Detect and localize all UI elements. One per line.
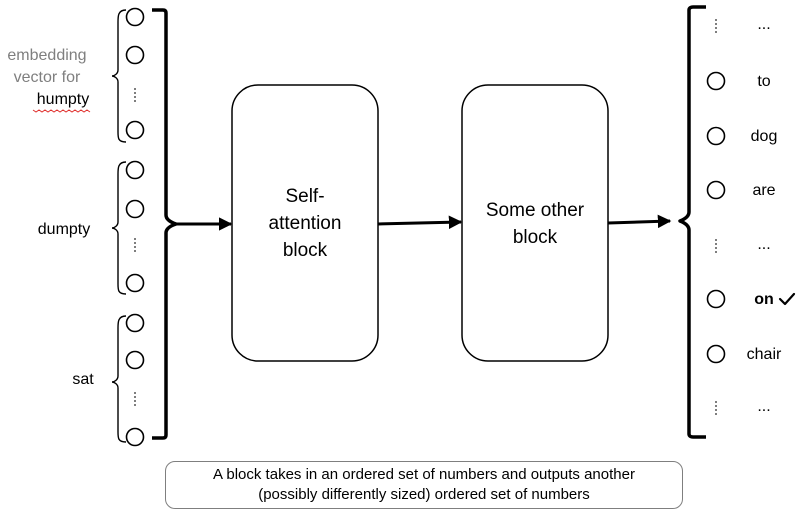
caption-box: A block takes in an ordered set of numbe…	[165, 461, 683, 509]
ellipsis-dot	[715, 405, 717, 407]
embedding-node	[125, 45, 145, 65]
embedding-node	[125, 199, 145, 219]
self-attention-label-2: attention	[269, 213, 342, 234]
ellipsis-dot	[715, 31, 717, 33]
output-list: ... to dog are... on chair...	[706, 16, 796, 415]
output-node	[706, 71, 726, 91]
ellipsis-dot	[715, 251, 717, 253]
output-node	[706, 180, 726, 200]
output-label: ...	[757, 16, 770, 33]
embedding-node	[125, 350, 145, 370]
small-bracket	[111, 161, 127, 295]
ellipsis-dot	[715, 27, 717, 29]
input-bracket	[152, 8, 178, 440]
ellipsis-dot	[715, 409, 717, 411]
humpty-label-line2: vector for	[14, 69, 81, 86]
embedding-node	[125, 273, 145, 293]
small-bracket	[111, 9, 127, 143]
embedding-node	[125, 120, 145, 140]
output-label: chair	[747, 346, 782, 363]
output-label: to	[757, 73, 770, 90]
output-node	[706, 289, 726, 309]
ellipsis-dot	[715, 23, 717, 25]
embedding-node	[125, 313, 145, 333]
embedding-node	[125, 160, 145, 180]
other-block: Some other block	[461, 84, 609, 362]
output-row: on	[706, 289, 796, 309]
output-label: are	[752, 182, 775, 199]
output-node	[706, 344, 726, 364]
output-label: dog	[751, 128, 778, 145]
humpty-label-line1: embedding	[7, 47, 86, 64]
output-label: ...	[757, 398, 770, 415]
vertical-dots	[134, 238, 136, 252]
checkmark-icon	[778, 292, 796, 306]
arrow-attention-to-other	[377, 215, 463, 230]
ellipsis-dot	[715, 401, 717, 403]
output-node	[706, 126, 726, 146]
embedding-node	[125, 427, 145, 447]
self-attention-label-3: block	[283, 240, 328, 261]
input-group-dumpty: dumpty	[38, 160, 145, 295]
other-block-label-1: Some other	[486, 200, 585, 221]
vertical-dots	[134, 88, 136, 102]
caption-line-1: A block takes in an ordered set of numbe…	[213, 466, 635, 483]
humpty-label-word: humpty	[37, 91, 89, 108]
other-block-label-2: block	[513, 227, 558, 248]
output-row: ...	[715, 398, 771, 415]
output-row: ...	[715, 236, 771, 253]
output-row: dog	[706, 126, 778, 146]
sat-label: sat	[72, 371, 94, 388]
ellipsis-dot	[715, 247, 717, 249]
spellcheck-underline	[32, 109, 91, 113]
caption-line-2: (possibly differently sized) ordered set…	[258, 486, 590, 503]
output-row: ...	[715, 16, 771, 33]
embedding-node	[125, 7, 145, 27]
output-row: are	[706, 180, 776, 200]
ellipsis-dot	[715, 239, 717, 241]
self-attention-block: Self- attention block	[231, 84, 379, 362]
output-label: on	[754, 291, 774, 308]
ellipsis-dot	[715, 243, 717, 245]
output-row: chair	[706, 344, 782, 364]
small-bracket	[111, 315, 127, 443]
self-attention-label-1: Self-	[285, 186, 324, 207]
vertical-dots	[134, 392, 136, 406]
output-label: ...	[757, 236, 770, 253]
arrow-other-to-output	[607, 214, 672, 229]
ellipsis-dot	[715, 19, 717, 21]
input-group-humpty: embedding vector for humpty	[7, 7, 145, 143]
output-row: to	[706, 71, 771, 91]
dumpty-label: dumpty	[38, 221, 90, 238]
input-group-sat: sat	[72, 313, 145, 447]
output-bracket	[678, 5, 706, 439]
ellipsis-dot	[715, 413, 717, 415]
